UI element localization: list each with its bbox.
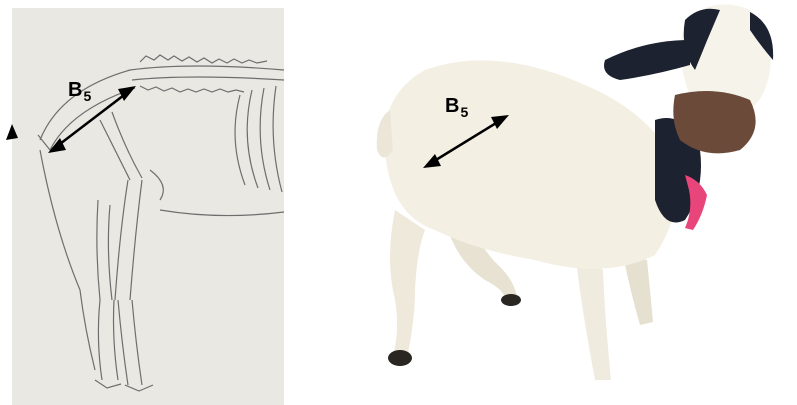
lamb-ear xyxy=(604,40,690,80)
hoof xyxy=(388,350,412,366)
front-leg-right xyxy=(623,255,653,325)
hoof xyxy=(501,294,521,306)
skeleton-sketch-drawing xyxy=(0,0,290,405)
lamb-illustration xyxy=(355,0,797,405)
skeleton-sketch-panel: B5 xyxy=(0,0,290,405)
measurement-label-left: B5 xyxy=(68,80,91,100)
front-leg-left xyxy=(575,250,611,380)
handler-hand xyxy=(673,91,755,153)
lamb-photo-panel: B5 xyxy=(355,0,797,405)
measurement-label-right: B5 xyxy=(445,96,468,116)
hind-leg-left xyxy=(390,210,425,358)
